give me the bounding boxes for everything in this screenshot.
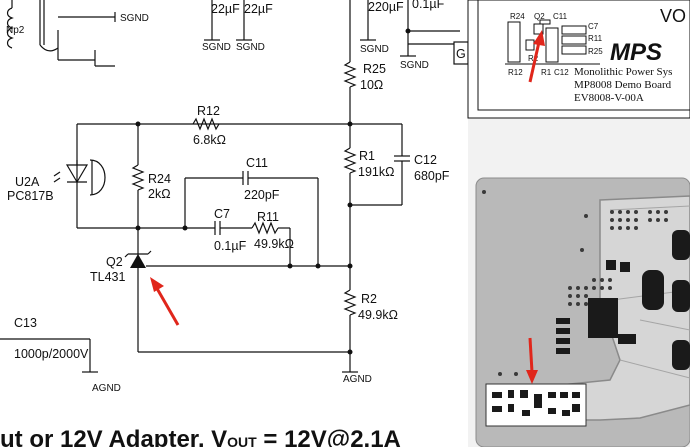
rail-wires [76, 0, 410, 373]
r1-value: 191kΩ [358, 165, 394, 179]
silk-r25: R25 [588, 47, 603, 56]
silk-q2: Q2 [534, 12, 545, 21]
annotation-arrow [528, 30, 545, 83]
optocoupler-symbol [53, 159, 106, 196]
pcb-panel: R24 Q2 C11 C7 R11 R25 R2 R12 R1 C12 MPS … [467, 0, 690, 447]
r25-ref: R25 [363, 62, 386, 76]
partial-label: G [456, 47, 466, 61]
pcb-copper-view [475, 177, 690, 447]
board-name: MP8008 Demo Board [574, 79, 672, 91]
agnd-label: AGND [343, 374, 372, 385]
silk-c12: C12 [554, 68, 569, 77]
company-text: Monolithic Power Sys [574, 66, 672, 78]
r2-ref: R2 [361, 292, 377, 306]
board-rev: EV8008-V-00A [574, 92, 644, 104]
sgnd-label: SGND [400, 60, 429, 71]
silk-r11: R11 [588, 34, 603, 43]
optocoupler-part: PC817B [7, 189, 54, 203]
cap-220uf: 220µF [368, 0, 404, 14]
agnd-label: AGND [92, 383, 121, 394]
r11-ref: R11 [257, 210, 279, 224]
sgnd-label: SGND [236, 42, 265, 53]
c7-value: 0.1µF [214, 239, 247, 253]
bottom-caption: ut or 12V Adapter, VOUT = 12V@2.1A [0, 426, 401, 447]
annotation-arrow [150, 277, 180, 326]
silk-r12: R12 [508, 68, 523, 77]
transformer-ref: Np2 [6, 25, 25, 36]
c13-ref: C13 [14, 316, 37, 330]
c12-value: 680pF [414, 169, 450, 183]
c11-ref: C11 [246, 156, 268, 170]
silk-r2: R2 [528, 54, 539, 63]
cap-22uf-b: 22µF [244, 2, 273, 16]
c12-ref: C12 [414, 153, 437, 167]
annotation-arrow [526, 337, 538, 384]
silk-c7: C7 [588, 22, 599, 31]
transformer-symbol [6, 0, 115, 67]
sgnd-label: SGND [360, 44, 389, 55]
output-capacitors [360, 0, 469, 65]
c13-value: 1000p/2000V [14, 347, 89, 361]
silkscreen-outlines [505, 19, 600, 65]
tl431-symbol [124, 250, 152, 268]
schematic-panel: Np2 SGND 22µF 22µF SGND SGND 220µF [0, 0, 469, 447]
r25-value: 10Ω [360, 78, 383, 92]
silk-r24: R24 [510, 12, 525, 21]
r1-ref: R1 [359, 149, 375, 163]
q2-part: TL431 [90, 270, 125, 284]
sgnd-label: SGND [120, 13, 149, 24]
q2-ref: Q2 [106, 255, 123, 269]
cap-22uf-a: 22µF [211, 2, 240, 16]
r12-ref: R12 [197, 104, 220, 118]
mps-logo: MPS [610, 39, 662, 66]
r24-value: 2kΩ [148, 187, 171, 201]
c11-value: 220pF [244, 188, 280, 202]
r12-value: 6.8kΩ [193, 133, 226, 147]
corner-vo-text: VO [660, 6, 686, 26]
r11-value: 49.9kΩ [254, 237, 294, 251]
optocoupler-ref: U2A [15, 175, 40, 189]
top-capacitors [204, 0, 252, 41]
silk-c11: C11 [553, 12, 568, 21]
r24-ref: R24 [148, 172, 171, 186]
c13-symbol [0, 338, 98, 373]
sgnd-label: SGND [202, 42, 231, 53]
silk-r1: R1 [541, 68, 552, 77]
junction-dots [135, 121, 353, 355]
c7-ref: C7 [214, 207, 230, 221]
cap-0-1uf-top: 0.1µF [412, 0, 445, 11]
r2-value: 49.9kΩ [358, 308, 398, 322]
